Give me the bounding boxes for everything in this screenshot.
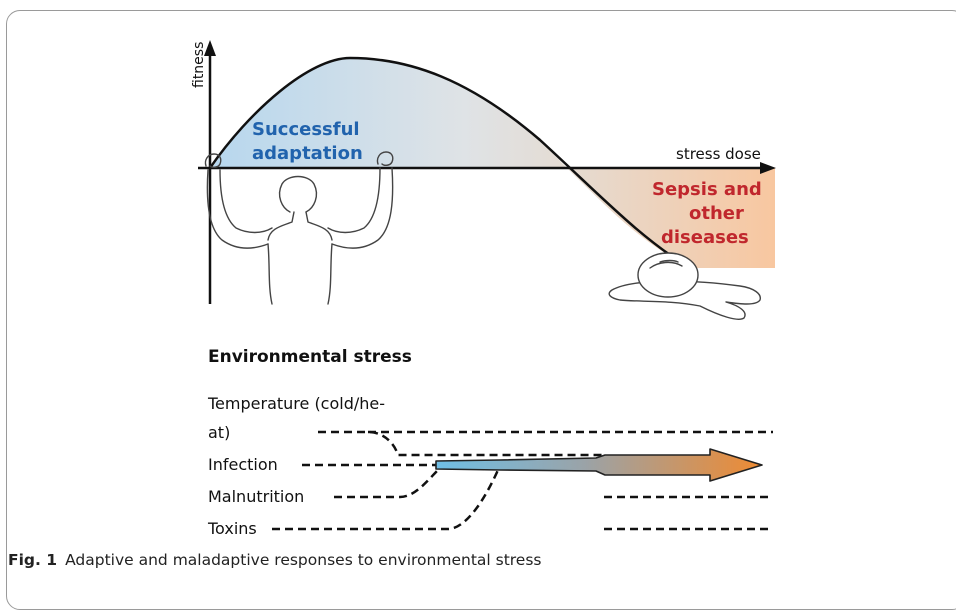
adaptation-label-line-1: Successful (252, 119, 360, 140)
toxins-dashed-line (272, 470, 498, 529)
stressor-temperature-line-1: Temperature (cold/he- (207, 394, 385, 413)
disease-label-line-3: diseases (661, 227, 749, 248)
stressor-malnutrition: Malnutrition (208, 487, 304, 506)
stressor-toxins: Toxins (207, 519, 257, 538)
stressor-infection: Infection (208, 455, 278, 474)
caption-label: Fig. 1 (8, 551, 57, 569)
stress-fitness-diagram: fitness stress dose Successful adaptatio… (0, 0, 956, 582)
stressor-temperature-line-2: at) (208, 423, 230, 442)
adaptation-label-line-2: adaptation (252, 143, 363, 164)
section-title: Environmental stress (208, 347, 412, 367)
figure-frame: fitness stress dose Successful adaptatio… (0, 0, 956, 582)
figure-caption: Fig. 1 Adaptive and maladaptive responses… (8, 551, 542, 569)
triumphant-person-illustration (205, 152, 392, 304)
disease-label-line-1: Sepsis and (652, 179, 762, 200)
stressor-dashed-lines (272, 432, 773, 529)
malnutrition-dashed-line (334, 470, 438, 497)
temperature-dashed-line (318, 432, 604, 455)
y-axis-label: fitness (191, 42, 207, 88)
x-axis-label: stress dose (676, 145, 761, 163)
disease-label-line-2: other (689, 203, 744, 224)
caption-text: Adaptive and maladaptive responses to en… (65, 551, 541, 569)
